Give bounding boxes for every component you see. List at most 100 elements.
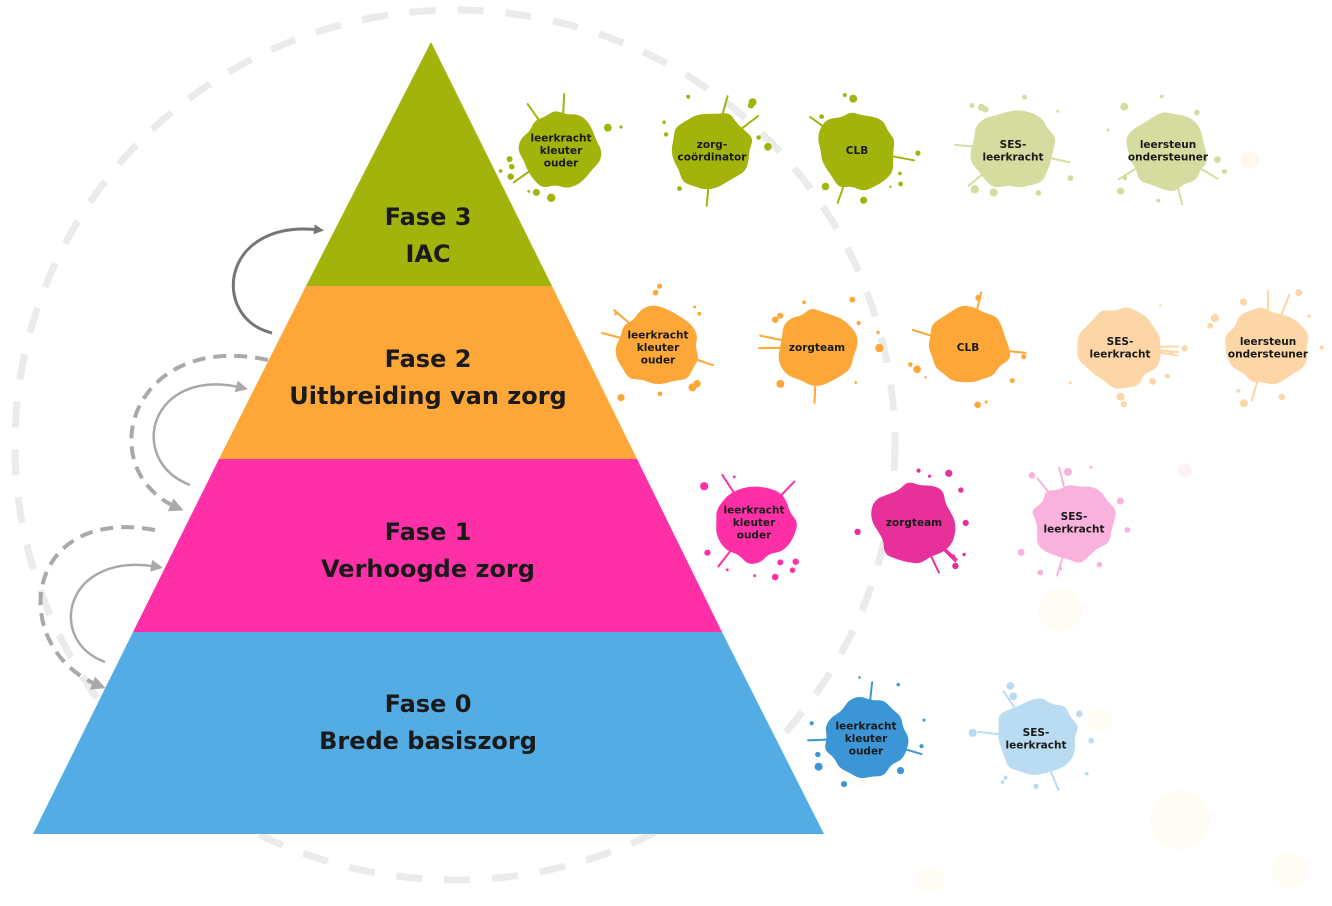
- splash-blob: [1126, 112, 1208, 191]
- splash-spike: [954, 143, 979, 148]
- splash-droplet: [1116, 392, 1125, 401]
- splash-label: kleuter: [637, 342, 680, 354]
- splash-spike: [600, 332, 625, 340]
- splash-spike: [739, 115, 760, 131]
- splash-label: leerkracht: [1044, 523, 1105, 535]
- splash-label: leerkracht: [836, 721, 897, 733]
- tier-fase0-title: Fase 0: [385, 690, 472, 718]
- splash-droplet: [1307, 314, 1311, 318]
- outer-dashed-ellipse: [11, 6, 899, 884]
- splash-blob: [778, 309, 858, 386]
- splash-droplet: [506, 156, 513, 163]
- splash-droplet: [772, 316, 779, 323]
- splash-spike: [1002, 690, 1017, 711]
- splash-droplet: [1319, 345, 1324, 350]
- splash-droplet: [547, 193, 556, 202]
- splash-fase2-2: CLB: [908, 291, 1027, 409]
- splash-droplet: [1067, 175, 1074, 182]
- splash-droplet: [989, 188, 998, 197]
- splash-droplet: [1156, 198, 1161, 203]
- splash-droplet: [507, 173, 514, 180]
- splash-droplet: [970, 185, 979, 194]
- splash-droplet: [1221, 168, 1227, 175]
- splash-label: zorgteam: [789, 342, 845, 354]
- splash-label: CLB: [846, 145, 868, 157]
- splash-droplet: [1194, 109, 1200, 116]
- splash-spike: [720, 95, 729, 119]
- splash-spike: [1002, 349, 1027, 354]
- splash-droplet: [814, 762, 823, 771]
- splash-droplet: [1159, 304, 1162, 307]
- splash-label: ouder: [737, 530, 772, 542]
- splash-label: ouder: [641, 355, 676, 367]
- splash-label: kleuter: [733, 517, 776, 529]
- splash-spike: [758, 346, 782, 350]
- splash-droplet: [913, 365, 921, 374]
- splash-label: leersteun: [1240, 336, 1296, 348]
- splash-droplet: [819, 114, 824, 120]
- splash-droplet: [802, 300, 806, 305]
- splash-droplet: [1000, 780, 1005, 784]
- splash-label: SES-: [1000, 139, 1027, 151]
- splash-spike: [1280, 293, 1291, 317]
- tier-fase1-shape: [133, 459, 722, 632]
- arrow-fase2-to-fase3: [231, 224, 324, 335]
- splash-droplet: [753, 574, 757, 578]
- splash-droplet: [898, 171, 902, 176]
- splash-spike: [1175, 182, 1184, 206]
- splash-droplet: [1207, 322, 1214, 329]
- splash-blob: [825, 697, 909, 779]
- splash-droplet: [969, 103, 975, 108]
- splash-spike: [778, 480, 796, 499]
- splash-droplet: [663, 132, 669, 137]
- splash-droplet: [776, 379, 785, 388]
- splash-label: coördinator: [678, 151, 748, 163]
- splash-label: leerkracht: [1090, 348, 1151, 360]
- splash-droplet: [1089, 465, 1093, 469]
- splash-spike: [1058, 466, 1066, 491]
- splash-label: SES-: [1107, 336, 1134, 348]
- tier-fase3-shape: [306, 42, 552, 286]
- splash-fase2-1: zorgteam: [758, 296, 884, 404]
- splash-droplet: [1210, 313, 1219, 323]
- splash-blob: [998, 698, 1078, 775]
- splash-droplet: [657, 283, 663, 289]
- splash-droplet: [1120, 102, 1129, 111]
- splash-droplet: [617, 394, 625, 402]
- splash-blob: [716, 486, 797, 564]
- splash-spike: [1117, 166, 1139, 181]
- splash-droplet: [915, 150, 921, 156]
- splash-droplet: [1149, 378, 1156, 385]
- splash-droplet: [924, 376, 927, 379]
- splash-droplet: [697, 311, 702, 316]
- splash-droplet: [1037, 569, 1044, 576]
- splash-droplet: [945, 469, 953, 477]
- splash-droplet: [854, 528, 861, 535]
- splash-label: CLB: [957, 342, 979, 354]
- splash-label: zorg-: [697, 139, 727, 151]
- splash-spike: [911, 328, 935, 338]
- splash-droplet: [984, 400, 988, 404]
- splash-droplet: [725, 568, 729, 572]
- splash-label: leerkracht: [1006, 739, 1067, 751]
- splash-droplet: [1009, 378, 1015, 384]
- splash-droplet: [968, 728, 977, 738]
- splash-droplet: [1056, 109, 1060, 113]
- splash-droplet: [732, 475, 736, 479]
- splash-droplet: [1166, 374, 1170, 379]
- splash-droplet: [1028, 472, 1036, 479]
- escalation-arrows: [38, 224, 324, 690]
- splash-blob: [1077, 307, 1161, 389]
- splash-droplet: [1022, 94, 1027, 100]
- splash-spike: [691, 357, 714, 367]
- splash-droplet: [849, 296, 856, 303]
- splash-droplet: [509, 163, 515, 170]
- splash-spike: [1048, 768, 1060, 791]
- splash-spike: [1250, 378, 1259, 402]
- splash-droplet: [1009, 692, 1018, 701]
- splash-spike: [1047, 156, 1071, 164]
- splash-droplet: [908, 362, 913, 367]
